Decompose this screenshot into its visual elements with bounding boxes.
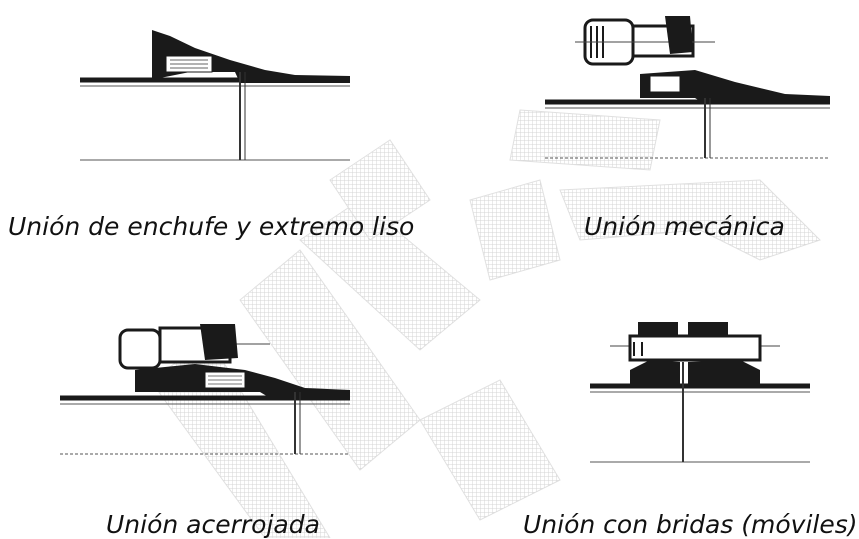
restrained-joint-drawing [60,324,350,455]
caption-spigot-joint: Unión de enchufe y extremo liso [8,212,415,241]
caption-mechanical-joint: Unión mecánica [584,212,785,241]
mechanical-joint-drawing [545,16,830,159]
caption-flanged-joint: Unión con bridas (móviles) [523,510,858,539]
caption-restrained-joint: Unión acerrojada [106,510,320,539]
spigot-joint-drawing [80,30,350,161]
flanged-joint-drawing [590,322,810,463]
